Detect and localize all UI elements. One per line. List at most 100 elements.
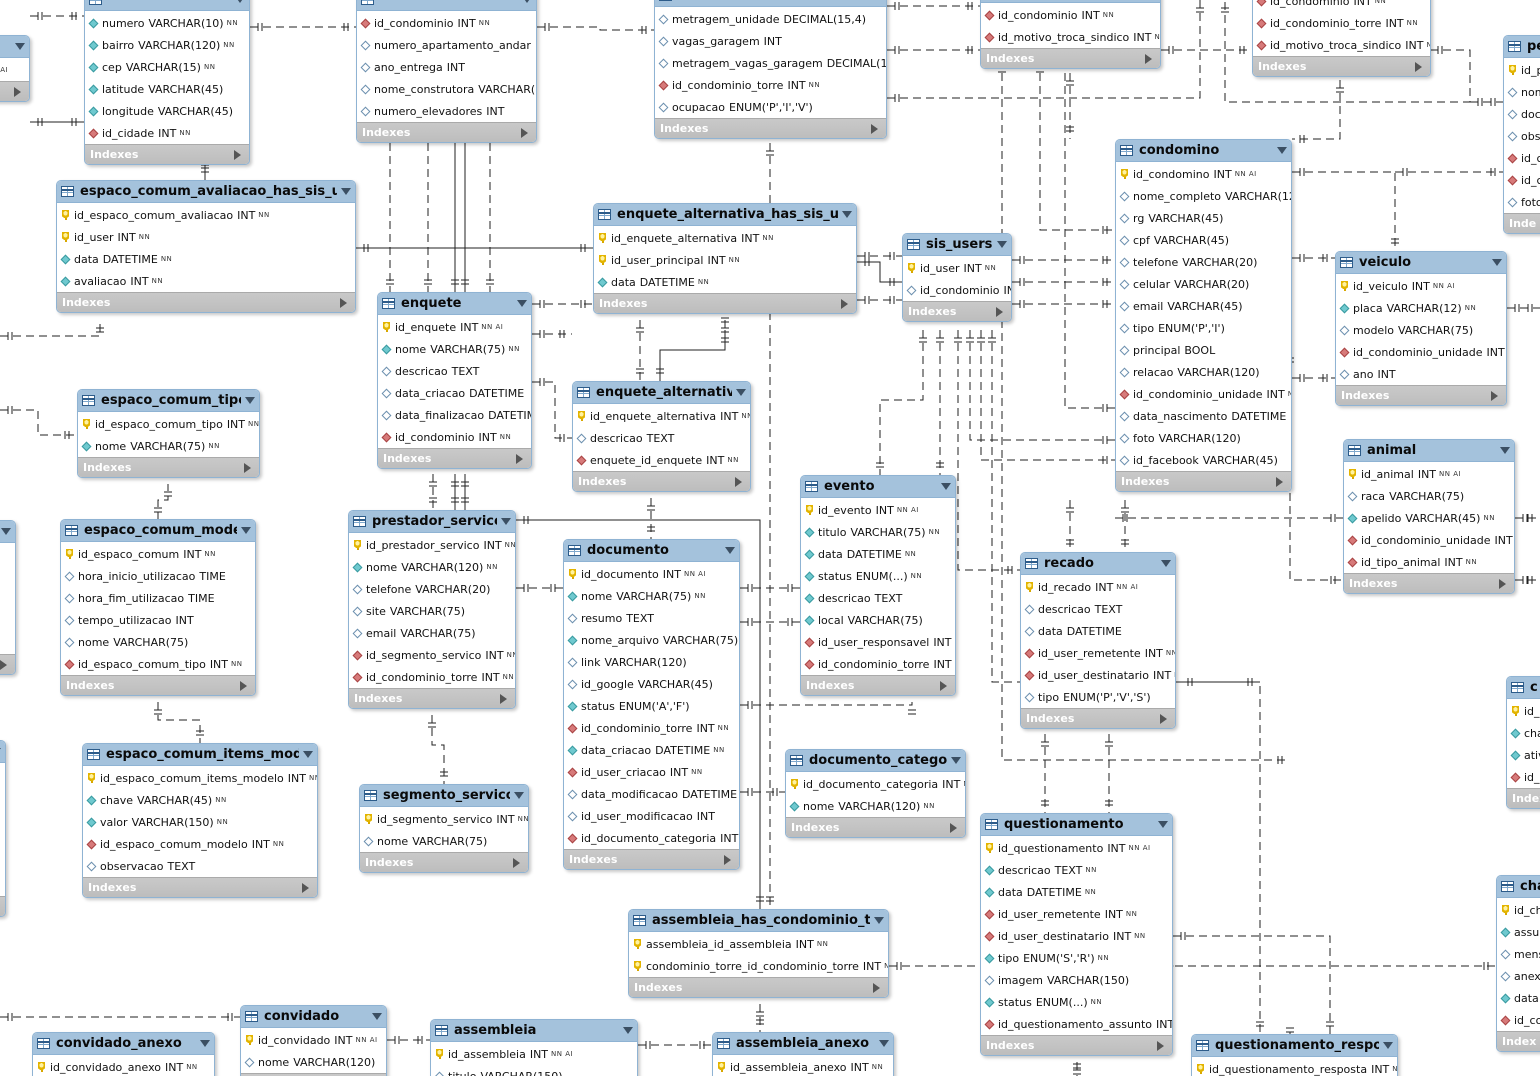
collapse-caret-icon[interactable] [951, 757, 961, 764]
column-row[interactable]: docu [1504, 103, 1540, 125]
collapse-caret-icon[interactable] [1161, 560, 1171, 567]
column-row[interactable]: id_c [1504, 147, 1540, 169]
expand-arrow-icon[interactable] [521, 127, 528, 138]
indexes-footer[interactable]: Indexes [1344, 573, 1514, 593]
indexes-footer[interactable]: Indexes [903, 301, 1011, 321]
collapse-caret-icon[interactable] [1383, 1042, 1393, 1049]
expand-arrow-icon[interactable] [1276, 476, 1283, 487]
collapse-caret-icon[interactable] [623, 1027, 633, 1034]
column-row[interactable]: mensa [1497, 943, 1540, 965]
table-header[interactable] [357, 0, 536, 11]
collapse-caret-icon[interactable] [235, 0, 245, 3]
indexes-footer[interactable]: Index [1507, 788, 1540, 808]
collapse-caret-icon[interactable] [245, 397, 255, 404]
column-row[interactable]: anexo [1497, 965, 1540, 987]
table-header[interactable]: enquete_alternativa [573, 382, 750, 404]
table-right_edge_c[interactable]: cid_cchaativid_uIndex [1506, 676, 1540, 809]
expand-arrow-icon[interactable] [1415, 61, 1422, 72]
collapse-caret-icon[interactable] [522, 0, 532, 3]
expand-arrow-icon[interactable] [841, 298, 848, 309]
indexes-footer[interactable]: Indexes [61, 675, 255, 695]
table-header[interactable]: assembleia_anexo [713, 1033, 893, 1055]
table-header[interactable]: espaco_comum_avaliacao_has_sis_users [57, 181, 355, 203]
indexes-footer[interactable]: Indexes [1116, 471, 1291, 491]
column-row[interactable] [0, 786, 5, 808]
collapse-caret-icon[interactable] [941, 483, 951, 490]
table-header[interactable]: documento [564, 540, 739, 562]
collapse-caret-icon[interactable] [303, 751, 313, 758]
column-row[interactable]: id_motivo_troca_sindicoINTNN [1253, 34, 1430, 56]
collapse-caret-icon[interactable] [725, 547, 735, 554]
collapse-caret-icon[interactable] [997, 241, 1007, 248]
column-row[interactable]: id_condominio_unidadeINTNN [1336, 341, 1506, 363]
table-espaco_comum_items_modelo[interactable]: espaco_comum_items_modeloid_espaco_comum… [82, 743, 318, 898]
column-row[interactable]: assun [1497, 921, 1540, 943]
indexes-footer[interactable] [0, 896, 5, 916]
indexes-footer[interactable]: Indexes [655, 118, 886, 138]
column-row[interactable]: data_finalizacaoDATETIME [378, 404, 531, 426]
indexes-footer[interactable]: Indexes [78, 457, 259, 477]
column-row[interactable]: id_condominio_unidadeINTNN [1116, 383, 1291, 405]
indexes-footer[interactable]: Indexes [357, 122, 536, 142]
table-header[interactable]: o [0, 36, 29, 58]
indexes-footer[interactable] [0, 654, 15, 674]
column-row[interactable]: numero_apartamento_andarINT [357, 34, 536, 56]
table-questionamento_resposta[interactable]: questionamento_respostaid_questionamento… [1191, 1034, 1398, 1076]
table-header[interactable]: prestador_servico [349, 511, 515, 533]
